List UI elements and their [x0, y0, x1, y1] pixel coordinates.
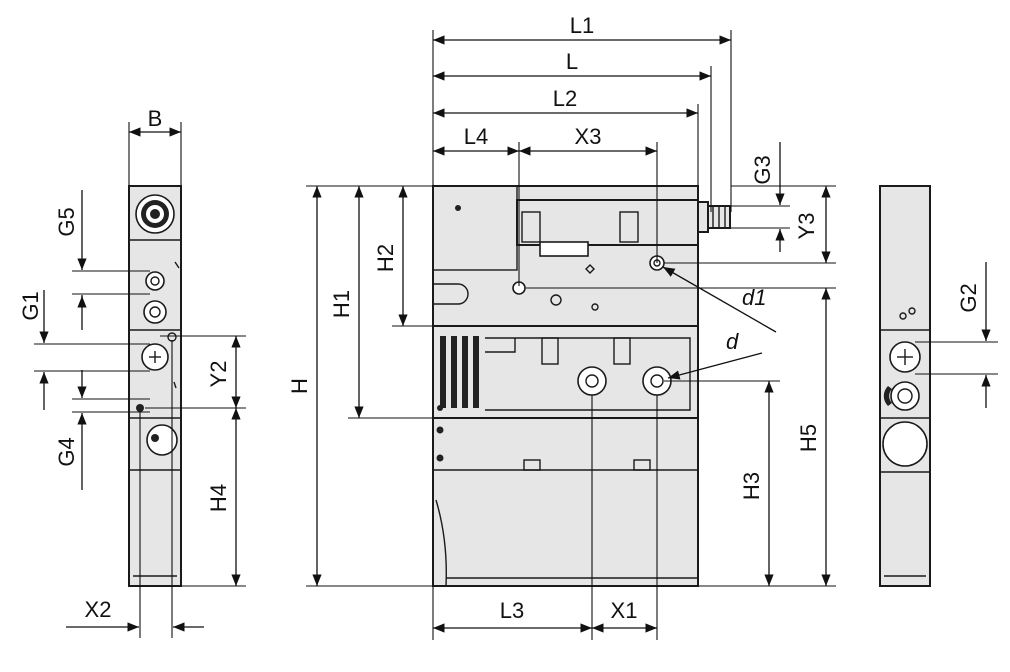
dim-label-l: L: [566, 49, 578, 74]
front-view: L1 L L2 L4 X3 H H1 H2 H3 H5 G3: [287, 13, 836, 640]
dim-label-h1: H1: [329, 290, 354, 318]
dim-label-g4: G4: [54, 437, 79, 466]
dim-label-d1: d1: [742, 285, 766, 310]
dim-label-g1: G1: [18, 291, 43, 320]
dim-label-h2: H2: [373, 244, 398, 272]
port-icon: [146, 424, 178, 456]
dim-label-g3: G3: [750, 155, 775, 184]
dim-label-l3: L3: [500, 598, 524, 623]
dim-label-h5: H5: [796, 424, 821, 452]
dim-label-d: d: [726, 329, 739, 354]
dim-label-h3: H3: [739, 472, 764, 500]
dim-label-y2: Y2: [206, 361, 231, 388]
dim-label-x3: X3: [575, 124, 602, 149]
dim-label-b: B: [148, 106, 163, 131]
dim-label-l4: L4: [464, 124, 488, 149]
dim-label-y3: Y3: [794, 213, 819, 240]
dim-label-g2: G2: [956, 283, 981, 312]
side-view-right: G2: [879, 185, 998, 587]
mounting-hole-icon: [577, 366, 607, 396]
side-body: [128, 185, 182, 587]
dim-label-h: H: [287, 378, 312, 394]
port-icon: [890, 381, 920, 411]
dim-label-x1: X1: [611, 598, 638, 623]
dim-label-l2: L2: [553, 86, 577, 111]
dim-label-h4: H4: [206, 484, 231, 512]
port-icon: [143, 300, 167, 324]
fins: [440, 336, 479, 408]
port-icon: [882, 421, 928, 467]
lower-block: [432, 417, 699, 587]
port-icon: [145, 271, 165, 291]
dim-label-l1: L1: [570, 13, 594, 38]
dim-label-x2: X2: [85, 597, 112, 622]
side-view-left: B G5 G1 Y2 G4 H4 X2: [18, 106, 246, 638]
dim-label-g5: G5: [54, 207, 79, 236]
